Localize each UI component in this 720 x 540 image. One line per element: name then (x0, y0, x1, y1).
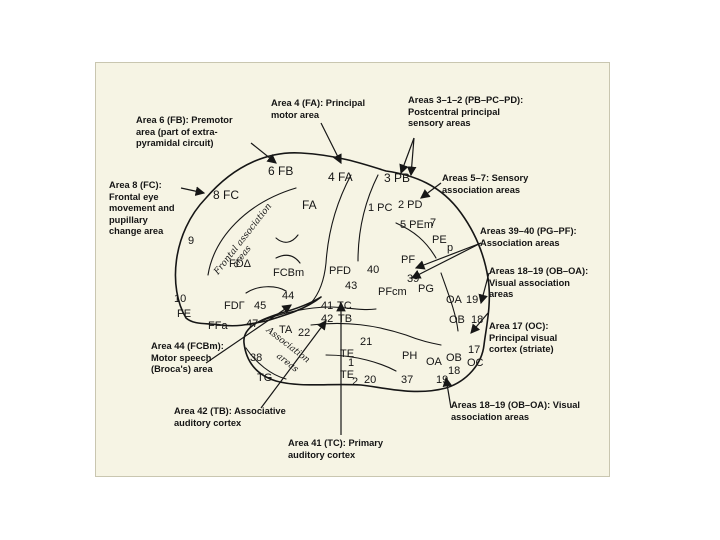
code-ph: PH (402, 350, 417, 362)
annotation-area4: Area 4 (FA): Principal motor area (271, 98, 365, 121)
code-oa: OA (446, 294, 463, 306)
code-6fb: 6 FB (268, 164, 293, 178)
code-tg: TG (257, 372, 272, 384)
annotation-area41: Area 41 (TC): Primary auditory cortex (288, 438, 383, 461)
arrow-area8 (181, 188, 204, 193)
code-fcbm: FCBm (273, 267, 304, 279)
superior-temporal-sulcus (311, 323, 441, 345)
inferior-frontal-sulcus (246, 287, 286, 293)
code-oa2: OA (426, 356, 443, 368)
brain-figure: Frontal association areas Association ar… (95, 62, 610, 477)
code-pf: PF (401, 254, 415, 266)
code-41: 41 (321, 300, 333, 312)
code-oc: OC (467, 357, 484, 369)
code-10: 10 (174, 293, 186, 305)
code-pfcm: PFcm (378, 286, 407, 298)
code-42: 42 (321, 313, 333, 325)
code-pfd: PFD (329, 265, 351, 277)
postcentral-sulcus (358, 175, 378, 261)
inferior-temporal-sulcus (326, 355, 396, 371)
annotation-area8: Area 8 (FC): Frontal eye movement and pu… (109, 180, 175, 238)
code-3pb: 3 PB (384, 171, 410, 185)
annotation-area44: Area 44 (FCBm): Motor speech (Broca's) a… (151, 341, 224, 376)
code-21: 21 (360, 336, 372, 348)
annotation-area6: Area 6 (FB): Premotor area (part of extr… (136, 115, 233, 150)
code-ta: TA (279, 324, 293, 336)
annotation-area17: Area 17 (OC): Principal visual cortex (s… (489, 321, 557, 356)
code-ob2: OB (446, 352, 462, 364)
code-te2-sub: 2 (352, 376, 358, 388)
precentral-sulcus (276, 235, 298, 242)
annotation-area42: Area 42 (TB): Associative auditory corte… (174, 406, 286, 429)
code-20: 20 (364, 374, 376, 386)
code-ob: OB (449, 314, 465, 326)
code-fdg: FDΓ (224, 300, 245, 312)
code-19b: 19 (436, 374, 448, 386)
code-2pd: 2 PD (398, 199, 423, 211)
code-18b: 18 (448, 365, 460, 377)
code-17a: 17 (468, 344, 480, 356)
code-pe: PE (432, 234, 447, 246)
code-te1-sub: 1 (348, 357, 354, 369)
annotation-area312: Areas 3–1–2 (PB–PC–PD): Postcentral prin… (408, 95, 523, 130)
code-ffa: FFa (208, 320, 228, 332)
code-45: 45 (254, 300, 266, 312)
annotation-area1819b: Areas 18–19 (OB–OA): Visual association … (451, 400, 580, 423)
code-tc: TC (337, 300, 352, 312)
code-40: 40 (367, 264, 379, 276)
code-47: 47 (246, 318, 258, 330)
code-18: 18 (471, 314, 483, 326)
code-7: 7 (430, 217, 436, 229)
code-9: 9 (188, 235, 194, 247)
code-5pem: 5 PEm (400, 219, 433, 231)
annotation-area1819a: Areas 18–19 (OB–OA): Visual association … (489, 266, 588, 301)
arrow-area1819a (481, 273, 489, 303)
code-19: 19 (466, 294, 478, 306)
code-43: 43 (345, 280, 357, 292)
annotation-area3940: Areas 39–40 (PG–PF): Association areas (480, 226, 577, 249)
arrow-area6 (251, 143, 276, 163)
code-37: 37 (401, 374, 413, 386)
frontal-gyrus-line (276, 255, 300, 263)
code-38: 38 (250, 352, 262, 364)
annotation-area57: Areas 5–7: Sensory association areas (442, 173, 528, 196)
code-22: 22 (298, 327, 310, 339)
code-4fa: 4 FA (328, 170, 353, 184)
code-p: p (447, 242, 453, 254)
code-tb: TB (338, 313, 352, 325)
code-fe: FE (177, 308, 191, 320)
code-fa: FA (302, 198, 317, 212)
code-44: 44 (282, 290, 294, 302)
code-1pc: 1 PC (368, 202, 393, 214)
code-8fc: 8 FC (213, 188, 239, 202)
code-pg: PG (418, 283, 434, 295)
code-fd: FDΔ (229, 258, 252, 270)
